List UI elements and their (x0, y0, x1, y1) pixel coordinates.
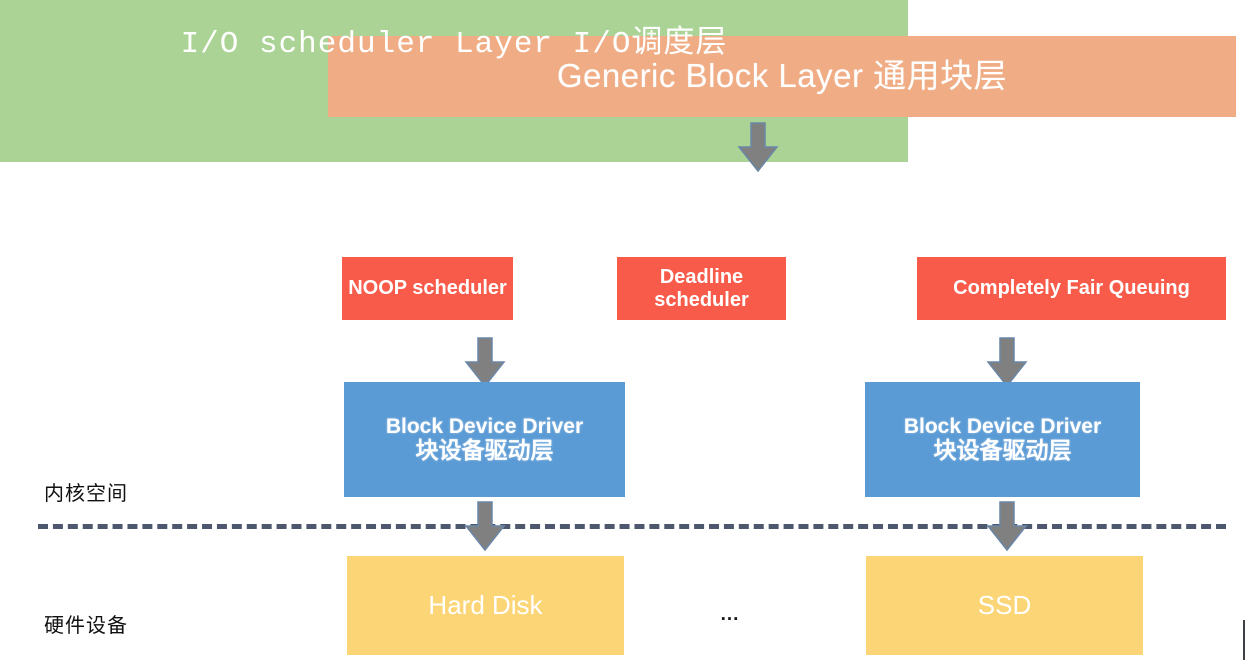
driver-label-cn-left: 块设备驱动层 (415, 437, 554, 464)
scheduler-box-cfq[interactable]: Completely Fair Queuing (917, 257, 1226, 320)
hardware-devices-label: 硬件设备 (44, 615, 128, 637)
hardware-box-hard-disk: Hard Disk (347, 556, 624, 655)
driver-label-en-left: Block Device Driver (385, 414, 584, 438)
io-scheduler-layer-title: I/O scheduler Layer I/O调度层 (180, 27, 728, 62)
scheduler-box-noop[interactable]: NOOP scheduler (342, 257, 513, 320)
block-device-driver-box-left: Block Device Driver 块设备驱动层 (344, 382, 625, 497)
page-edge-artifact (1243, 620, 1245, 660)
arrow-down-icon-driver-to-ssd (986, 500, 1028, 552)
kernel-hardware-separator (38, 524, 1226, 529)
driver-label-en-right: Block Device Driver (903, 414, 1102, 438)
kernel-space-label: 内核空间 (44, 483, 128, 505)
scheduler-box-deadline[interactable]: Deadline scheduler (617, 257, 786, 320)
block-device-driver-box-right: Block Device Driver 块设备驱动层 (865, 382, 1140, 497)
arrow-down-icon-scheduler-to-driver-left (464, 336, 506, 388)
arrow-down-icon-generic-to-scheduler (737, 121, 779, 173)
arrow-down-icon-scheduler-to-driver-right (986, 336, 1028, 388)
driver-label-cn-right: 块设备驱动层 (933, 437, 1072, 464)
arrow-down-icon-driver-to-harddisk (464, 500, 506, 552)
hardware-ellipsis: ... (720, 604, 740, 625)
hardware-box-ssd: SSD (866, 556, 1143, 655)
generic-block-layer-box: Generic Block Layer 通用块层 (328, 36, 1236, 117)
